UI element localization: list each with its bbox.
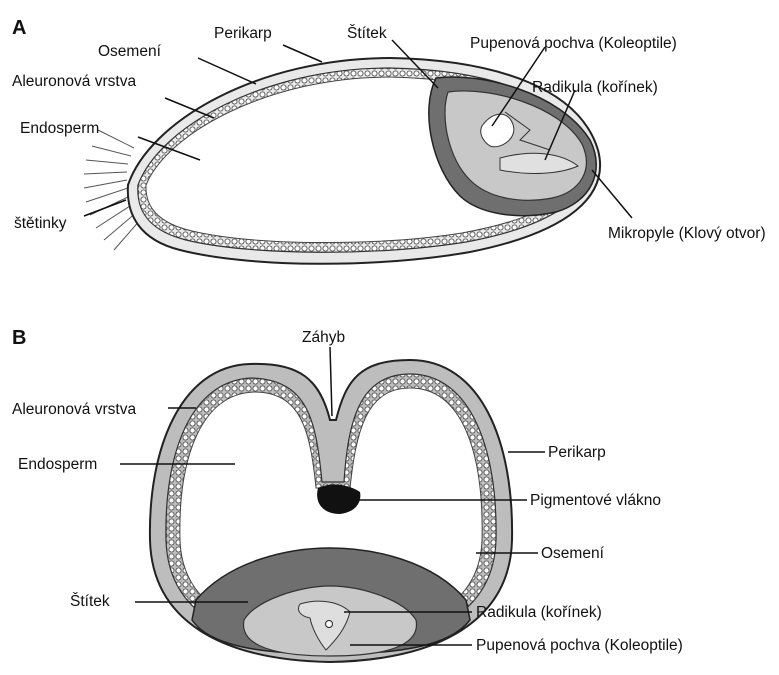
- label-b-radikula: Radikula (kořínek): [476, 604, 602, 621]
- label-b-pupenova-pochva: Pupenová pochva (Koleoptile): [476, 637, 683, 654]
- label-a-osemeni: Osemení: [98, 43, 162, 60]
- label-b-perikarp: Perikarp: [548, 444, 606, 461]
- label-a-perikarp: Perikarp: [214, 25, 272, 42]
- label-a-aleuronova-vrstva: Aleuronová vrstva: [12, 73, 136, 90]
- label-a-pupenova-pochva: Pupenová pochva (Koleoptile): [470, 35, 677, 52]
- panel-a: A: [12, 17, 766, 264]
- grain-b-micropyle-dot: [326, 621, 333, 628]
- label-b-aleuronova-vrstva: Aleuronová vrstva: [12, 401, 136, 418]
- panel-b: B Záhyb Aleuronová vrstva Endo: [12, 327, 683, 662]
- label-a-mikropyle: Mikropyle (Klový otvor): [608, 225, 766, 242]
- label-a-radikula: Radikula (kořínek): [532, 79, 658, 96]
- label-a-endosperm: Endosperm: [20, 120, 99, 137]
- label-a-stitek: Štítek: [347, 25, 387, 42]
- label-b-pigmentove-vlakno: Pigmentové vlákno: [530, 492, 661, 509]
- panel-b-letter: B: [12, 327, 26, 349]
- panel-a-letter: A: [12, 17, 26, 39]
- label-b-stitek: Štítek: [70, 593, 110, 610]
- label-b-endosperm: Endosperm: [18, 456, 97, 473]
- label-a-stetinky: štětinky: [14, 215, 67, 232]
- label-b-osemeni: Osemení: [541, 545, 605, 562]
- label-b-zahyb: Záhyb: [302, 329, 345, 346]
